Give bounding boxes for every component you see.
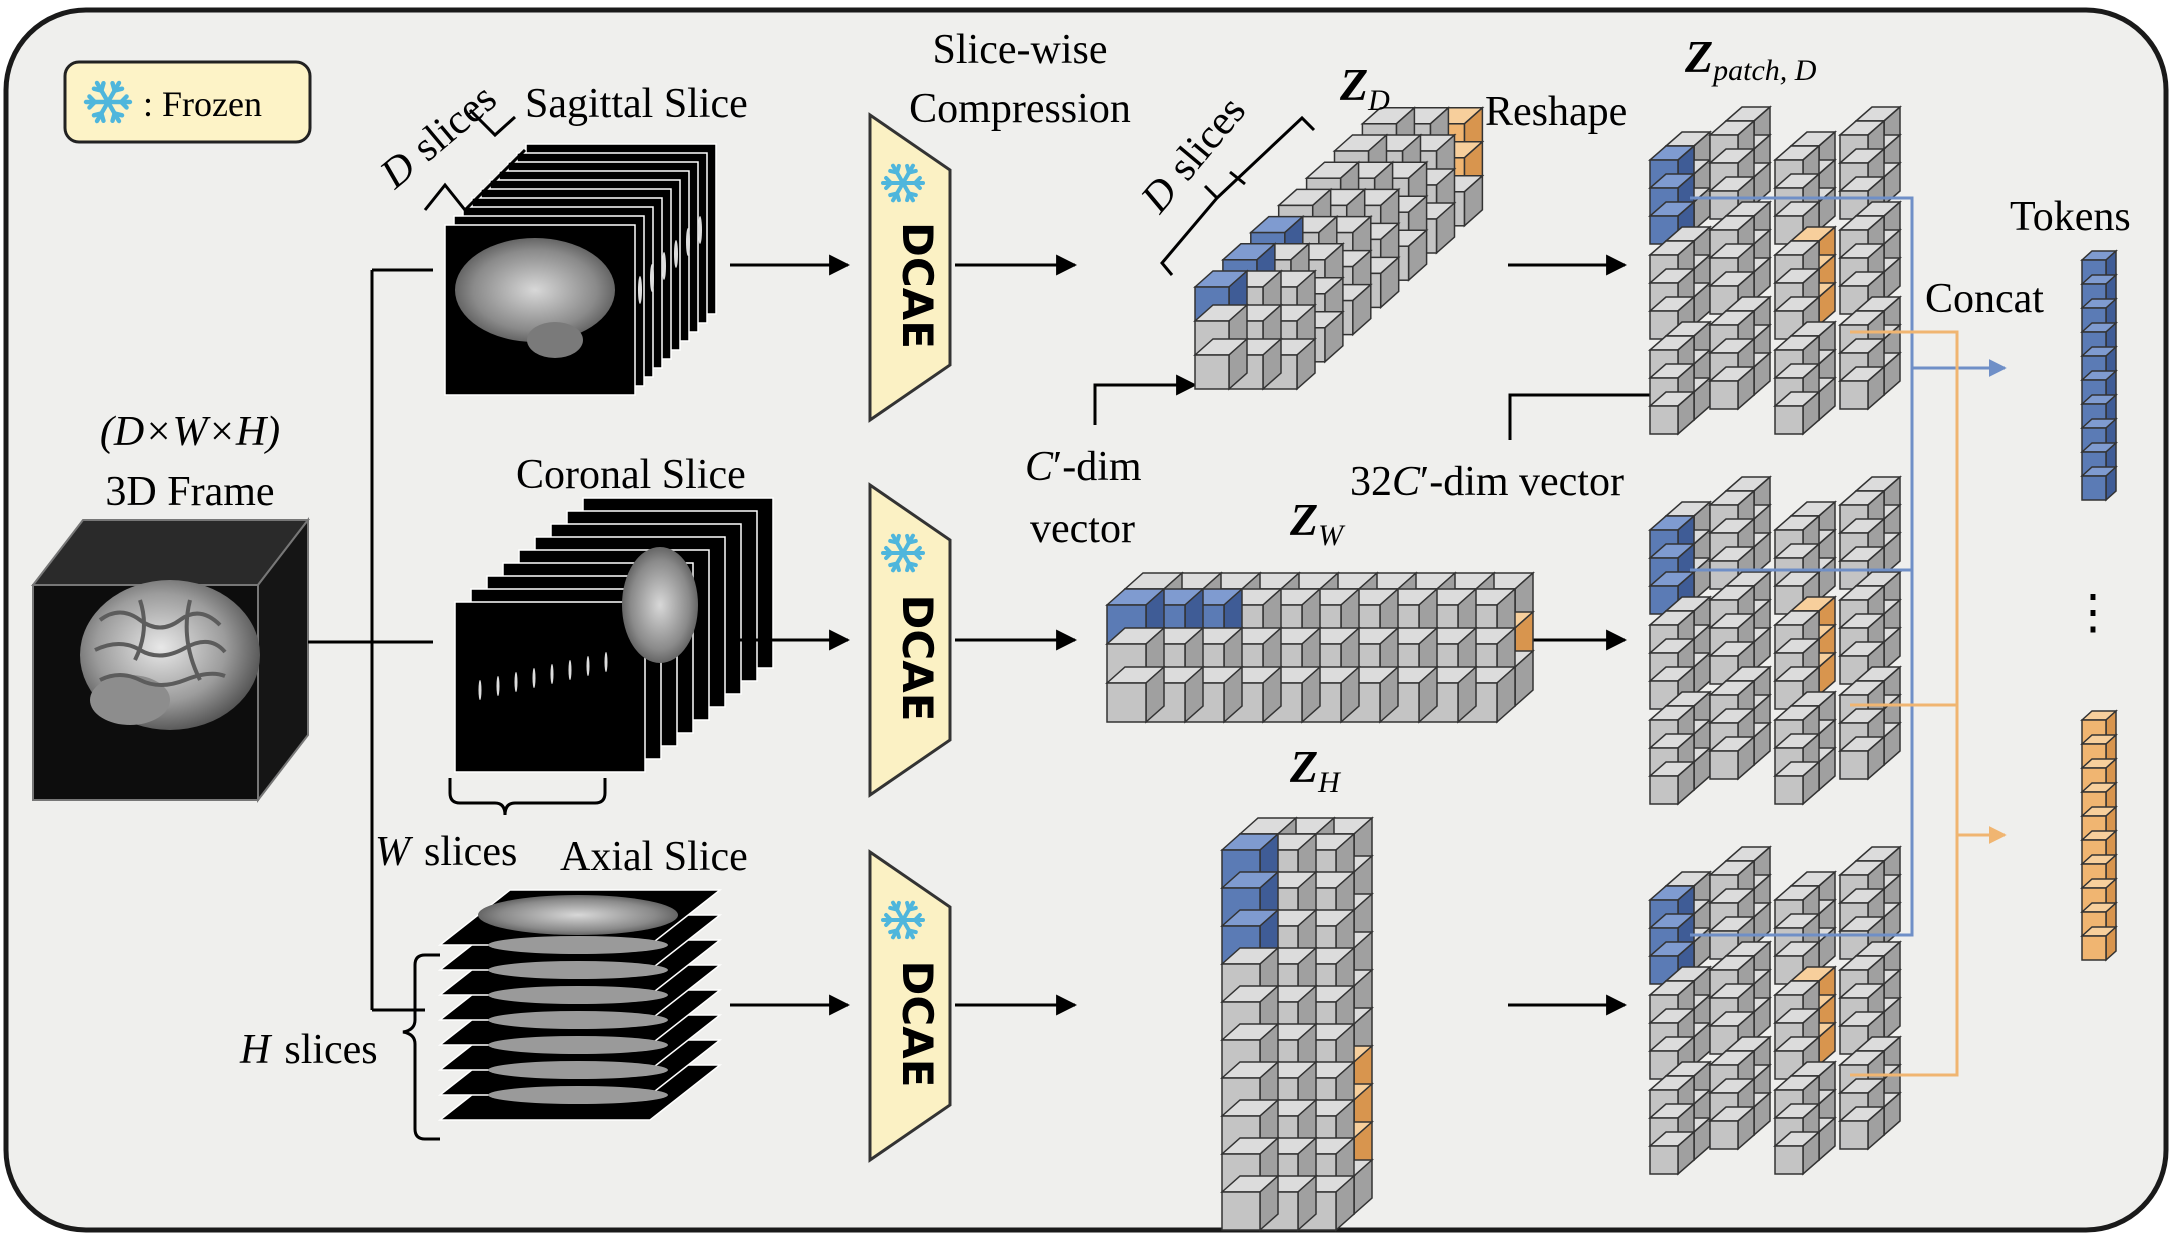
c-dim-vector-line1: C′-dim bbox=[1025, 444, 1142, 490]
legend-frozen: : Frozen bbox=[63, 60, 312, 144]
zw-label: ZW bbox=[1289, 494, 1346, 552]
latent-zd-cubes bbox=[1193, 106, 1485, 391]
dcae-label: DCAE bbox=[893, 961, 942, 1088]
patch-cube bbox=[1838, 1105, 1886, 1151]
axial-brain-slice bbox=[488, 1036, 668, 1054]
tokens-label: Tokens bbox=[2010, 194, 2131, 240]
compression-title-1: Slice-wise bbox=[933, 27, 1108, 73]
concat-lines bbox=[1690, 196, 2005, 1077]
patch-cube bbox=[1648, 1130, 1696, 1176]
axial-brain bbox=[478, 895, 678, 935]
patch-cube bbox=[1648, 390, 1696, 436]
zw-cube bbox=[1105, 665, 1166, 724]
snowflake-icon bbox=[881, 163, 925, 203]
sagittal-brace bbox=[423, 108, 527, 213]
zd-label: ZD bbox=[1339, 59, 1390, 117]
token-cube bbox=[2080, 465, 2118, 502]
token-cube bbox=[2080, 321, 2118, 358]
latent-zw-cubes bbox=[1105, 571, 1535, 724]
sagittal-slice-stack: Sagittal Slice Dslices bbox=[371, 75, 748, 396]
input-dims: (D×W×H) bbox=[100, 409, 280, 455]
dcae-block: DCAE bbox=[868, 112, 952, 423]
tokens-ellipsis: ⋮ bbox=[2069, 586, 2117, 639]
legend-box bbox=[63, 60, 312, 144]
token-column-orange bbox=[2080, 709, 2118, 962]
brain-3d-render bbox=[80, 580, 260, 730]
sagittal-slice-label: Sagittal Slice bbox=[525, 81, 748, 127]
latent-zh-cubes bbox=[1220, 816, 1374, 1232]
snowflake-icon bbox=[881, 900, 925, 940]
patch-cube bbox=[1648, 760, 1696, 806]
patch-group bbox=[1648, 105, 1902, 436]
dcae-block: DCAE bbox=[868, 849, 952, 1163]
coronal-slice bbox=[454, 601, 646, 773]
flow-arrows bbox=[730, 254, 1683, 1016]
concat-label: Concat bbox=[1925, 276, 2044, 322]
coronal-slice-label: Coronal Slice bbox=[516, 452, 746, 498]
compression-title-2: Compression bbox=[909, 86, 1131, 132]
patch-cube bbox=[1838, 365, 1886, 411]
axial-brain-slice bbox=[488, 986, 668, 1004]
zd-cube bbox=[1193, 337, 1249, 391]
patch-cube bbox=[1838, 735, 1886, 781]
zd-brace bbox=[1160, 115, 1316, 276]
token-cube bbox=[2080, 925, 2118, 962]
reshape-label: Reshape bbox=[1485, 89, 1627, 135]
token-column-blue bbox=[2080, 249, 2118, 502]
patch-cube bbox=[1773, 940, 1821, 986]
patch-cube bbox=[1708, 365, 1756, 411]
patch-cube bbox=[1773, 390, 1821, 436]
c-dim-vector-line2: vector bbox=[1030, 506, 1135, 552]
snowflake-icon bbox=[83, 80, 133, 124]
z-patch-label: Zpatch, D bbox=[1684, 31, 1817, 87]
patch-group bbox=[1648, 845, 1902, 1176]
patch-cube bbox=[1708, 1105, 1756, 1151]
patch-cube bbox=[1773, 1130, 1821, 1176]
snowflake-icon bbox=[83, 80, 133, 124]
axial-brain-slice bbox=[488, 1086, 668, 1104]
zw-cube bbox=[1300, 665, 1361, 724]
coronal-brace bbox=[448, 778, 607, 816]
axial-brain-slice bbox=[488, 961, 668, 979]
legend-label: : Frozen bbox=[143, 84, 262, 124]
axial-brain-slice bbox=[488, 936, 668, 954]
zh-label: ZH bbox=[1289, 741, 1342, 799]
dcae-blocks: DCAE DCAE DCAE bbox=[868, 112, 952, 1163]
dcae-block: DCAE bbox=[868, 482, 952, 798]
patch-cube-groups bbox=[1648, 105, 1902, 1176]
axial-brain-slice bbox=[488, 1061, 668, 1079]
axial-slice-label: Axial Slice bbox=[560, 834, 748, 880]
input-3d-frame: (D×W×H) 3D Frame bbox=[30, 409, 311, 803]
zh-cube bbox=[1220, 1174, 1280, 1232]
dcae-label: DCAE bbox=[893, 222, 942, 349]
32c-dim-vector-label: 32C′-dim vector bbox=[1350, 459, 1624, 505]
input-label: 3D Frame bbox=[105, 469, 274, 515]
patch-cube bbox=[1708, 735, 1756, 781]
sagittal-brain bbox=[455, 238, 615, 358]
patch-group bbox=[1648, 475, 1902, 806]
coronal-brain bbox=[622, 547, 698, 663]
axial-brain-slice bbox=[488, 1011, 668, 1029]
axial-brace bbox=[402, 953, 440, 1141]
patch-cube bbox=[1773, 760, 1821, 806]
snowflake-icon bbox=[881, 533, 925, 573]
dcae-label: DCAE bbox=[893, 595, 942, 722]
